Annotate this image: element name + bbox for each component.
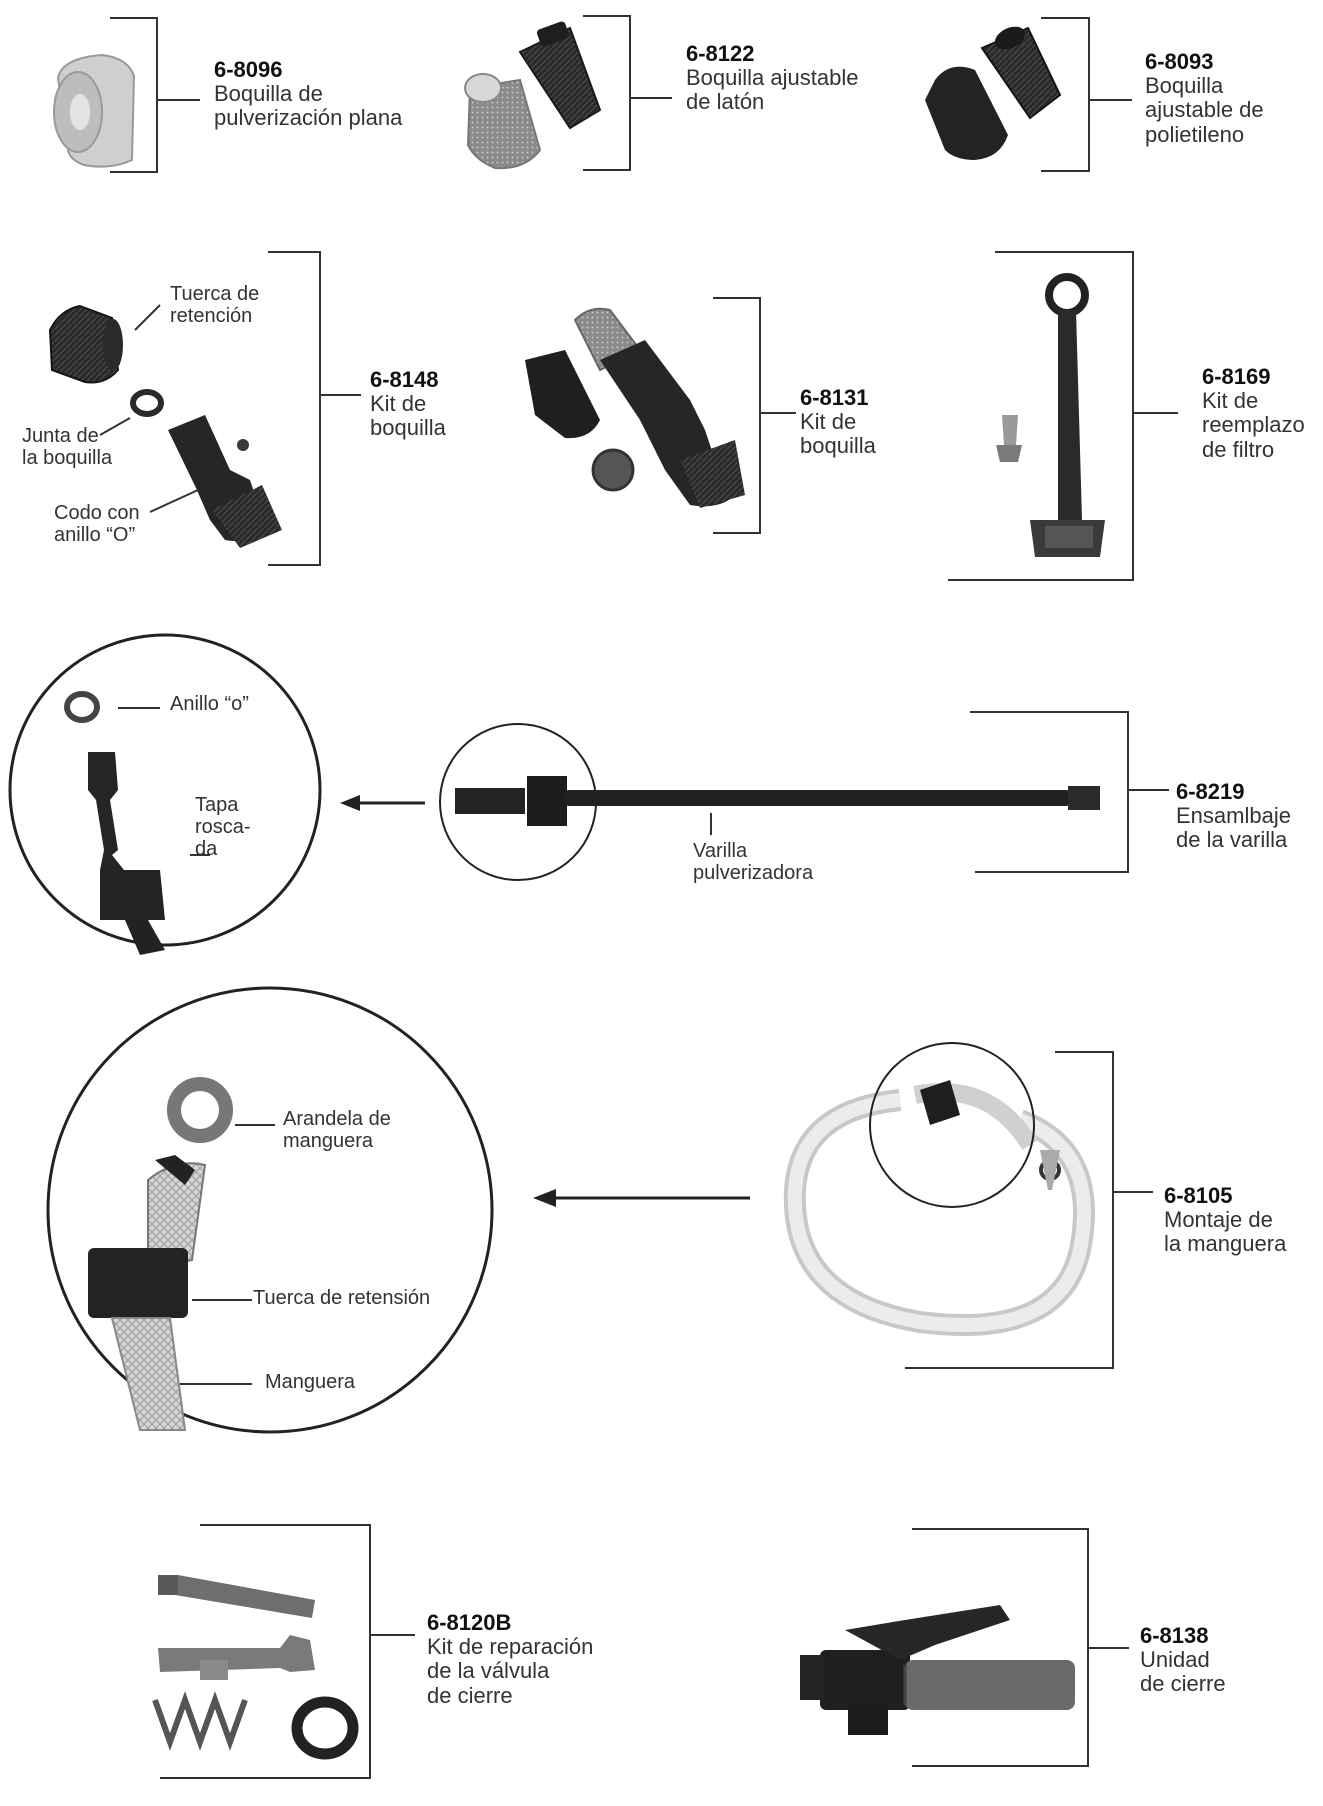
nozzle-kit-6-8131-image <box>525 307 745 508</box>
shutoff-valve-repair-kit-image <box>152 1575 359 1760</box>
callout-line: da <box>195 838 218 860</box>
flat-spray-nozzle-image <box>53 53 136 168</box>
part-label-6-8138: 6-8138 Unidad de cierre <box>1140 1623 1226 1697</box>
callout-tapa-roscada: Tapa rosca- da <box>195 794 251 860</box>
part-desc-line: Kit de <box>1202 388 1259 414</box>
part-desc-line: Ensamlbaje <box>1176 803 1291 829</box>
wand-detail-circle <box>8 633 322 955</box>
nozzle-kit-6-8148-image <box>48 304 282 548</box>
brass-adjustable-nozzle-image <box>464 21 602 170</box>
callout-line: Tuerca de <box>170 283 260 305</box>
part-code: 6-8120B <box>427 1610 512 1635</box>
shutoff-unit-image <box>800 1605 1075 1735</box>
callout-manguera: Manguera <box>265 1371 355 1393</box>
part-desc-line: Unidad <box>1140 1647 1210 1673</box>
part-desc-line: Boquilla ajustable <box>686 65 859 91</box>
bracket-6-8131 <box>713 297 796 534</box>
wand-image <box>439 723 1100 881</box>
hose-detail-circle <box>46 986 494 1434</box>
kit-6-8148-callout-lines <box>99 304 199 513</box>
part-code: 6-8096 <box>214 57 283 82</box>
callout-line: anillo “O” <box>54 524 136 546</box>
callout-codo-anillo: Codo con anillo “O” <box>54 502 140 546</box>
part-desc-line: de cierre <box>1140 1671 1226 1697</box>
part-desc-line: de cierre <box>427 1682 513 1708</box>
hose-callout-lines <box>180 1124 275 1385</box>
callout-arandela: Arandela de manguera <box>283 1108 391 1152</box>
part-desc-line: ajustable de <box>1145 97 1264 123</box>
part-desc-line: boquilla <box>370 415 446 441</box>
bracket-6-8093 <box>1041 17 1132 172</box>
part-label-6-8122: 6-8122 Boquilla ajustable de latón <box>686 41 859 115</box>
part-code: 6-8138 <box>1140 1623 1209 1648</box>
part-code: 6-8219 <box>1176 779 1245 804</box>
part-desc-line: la manguera <box>1164 1231 1287 1257</box>
callout-varilla: Varilla pulverizadora <box>693 840 813 884</box>
part-desc-line: Montaje de <box>1164 1207 1273 1233</box>
callout-line: Junta de <box>22 425 99 447</box>
part-code: 6-8131 <box>800 385 869 410</box>
hose-arrow <box>533 1189 750 1207</box>
part-code: 6-8093 <box>1145 49 1214 74</box>
part-label-6-8131: 6-8131 Kit de boquilla <box>800 385 876 459</box>
callout-line: la boquilla <box>22 447 113 469</box>
callout-junta-boquilla: Junta de la boquilla <box>22 425 112 469</box>
part-label-6-8169: 6-8169 Kit de reemplazo de filtro <box>1202 364 1305 462</box>
part-desc-line: boquilla <box>800 433 876 459</box>
part-label-6-8148: 6-8148 Kit de boquilla <box>370 367 446 441</box>
callout-line: Arandela de <box>283 1108 391 1130</box>
bracket-6-8120B <box>160 1524 415 1779</box>
bracket-6-8148 <box>268 251 361 566</box>
part-desc-line: Kit de <box>800 409 857 435</box>
wand-callout-lines <box>118 707 712 856</box>
callout-line: retención <box>170 305 253 327</box>
part-code: 6-8105 <box>1164 1183 1233 1208</box>
part-desc-line: reemplazo <box>1202 412 1305 438</box>
bracket-6-8169 <box>948 251 1178 581</box>
part-code: 6-8169 <box>1202 364 1271 389</box>
callout-tuerca-retension: Tuerca de retensión <box>253 1287 430 1309</box>
callout-line: Codo con <box>54 502 140 524</box>
callout-line: pulverizadora <box>693 862 814 884</box>
part-label-6-8219: 6-8219 Ensamlbaje de la varilla <box>1176 779 1291 853</box>
bracket-6-8138 <box>912 1528 1129 1767</box>
part-desc-line: Boquilla <box>1145 73 1224 99</box>
part-desc-line: Boquilla de <box>214 81 323 107</box>
part-desc-line: de filtro <box>1202 436 1275 462</box>
part-desc-line: Kit de reparación <box>427 1634 594 1660</box>
part-desc-line: Kit de <box>370 391 427 417</box>
part-code: 6-8148 <box>370 367 439 392</box>
part-label-6-8120B: 6-8120B Kit de reparación de la válvula … <box>427 1610 594 1708</box>
bracket-6-8096 <box>110 17 200 173</box>
part-code: 6-8122 <box>686 41 755 66</box>
part-label-6-8096: 6-8096 Boquilla de pulverización plana <box>214 57 403 131</box>
bracket-6-8105 <box>905 1051 1153 1369</box>
callout-line: Varilla <box>693 840 748 862</box>
part-label-6-8105: 6-8105 Montaje de la manguera <box>1164 1183 1287 1257</box>
callout-line: Tuerca de retensión <box>253 1287 431 1309</box>
filter-replacement-kit-image <box>996 273 1105 557</box>
callout-line: manguera <box>283 1130 374 1152</box>
callout-line: Anillo “o” <box>170 693 249 715</box>
callout-tuerca-retencion: Tuerca de retención <box>170 283 259 327</box>
part-desc-line: polietileno <box>1145 121 1245 147</box>
callout-line: Tapa <box>195 794 239 816</box>
part-desc-line: de la varilla <box>1176 827 1288 853</box>
callout-line: Manguera <box>265 1371 356 1393</box>
callout-line: rosca- <box>195 816 251 838</box>
part-label-6-8093: 6-8093 Boquilla ajustable de polietileno <box>1145 49 1264 147</box>
polyethylene-adjustable-nozzle-image <box>925 26 1062 160</box>
hose-image <box>783 1042 1095 1336</box>
bracket-6-8219 <box>970 711 1169 873</box>
part-desc-line: de la válvula <box>427 1658 550 1684</box>
part-desc-line: de latón <box>686 89 765 115</box>
callout-anillo-o: Anillo “o” <box>170 693 249 715</box>
wand-arrow <box>340 795 425 811</box>
part-desc-line: pulverización plana <box>214 105 403 131</box>
bracket-6-8122 <box>583 15 672 171</box>
